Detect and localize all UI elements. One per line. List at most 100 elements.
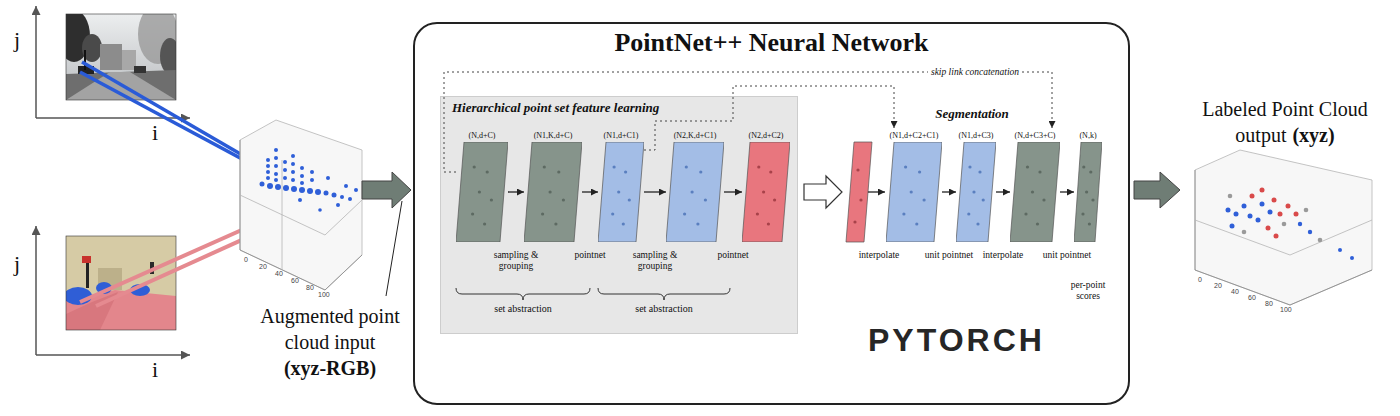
- flow-arrow: [582, 191, 598, 192]
- brace: [456, 288, 590, 300]
- output-point-cloud: [1286, 204, 1291, 209]
- dimension-label: (N,d+C3+C): [1010, 128, 1060, 142]
- image-axes: [36, 354, 190, 356]
- dimension-label: (N,k): [1074, 128, 1102, 142]
- output-point-cloud: [1294, 212, 1299, 217]
- image-axes: [36, 6, 190, 355]
- segmentation-image: [86, 262, 89, 288]
- flow-arrow: [1060, 191, 1074, 192]
- dimension-label: (N1,d+C3): [956, 128, 996, 142]
- plane-shape: [956, 142, 996, 242]
- output-point-cloud: [1282, 222, 1287, 227]
- input-point-cloud: [310, 170, 314, 174]
- flow-arrow: [386, 201, 402, 296]
- input-point-cloud: [283, 176, 287, 180]
- feature-plane: (N2,d+C2): [742, 128, 790, 242]
- plane-point: [982, 198, 985, 201]
- plane-point: [1026, 165, 1029, 168]
- output-point-cloud: [1195, 150, 1372, 305]
- plane-point: [918, 170, 921, 173]
- step-label: pointnet: [574, 250, 605, 261]
- output-point-cloud: [1248, 214, 1253, 219]
- dimension-label: (N1,K,d+C): [524, 128, 582, 142]
- plane-point: [699, 170, 702, 173]
- plane-shape: [456, 142, 508, 242]
- segmentation-image: [66, 287, 92, 305]
- step-label: interpolate: [983, 250, 1024, 261]
- feature-plane: (N1,K,d+C): [524, 128, 582, 242]
- plane-point: [471, 212, 474, 215]
- flow-arrow: [508, 191, 524, 192]
- image-axes: [35, 226, 37, 355]
- plane-shape: [742, 142, 790, 242]
- street-photo: [134, 66, 146, 73]
- output-point-cloud: [1242, 230, 1247, 235]
- plane-point: [1031, 190, 1034, 193]
- tick-label: 20: [1214, 282, 1222, 290]
- plane-point: [486, 170, 489, 173]
- plane-shape: [886, 142, 942, 242]
- link-label: skip link concatenation: [928, 67, 1022, 78]
- input-point-cloud: [267, 183, 273, 189]
- output-point-cloud: [1195, 150, 1372, 305]
- step-label: sampling & grouping: [629, 250, 681, 272]
- group-label: set abstraction: [635, 303, 692, 315]
- plane-point: [622, 222, 625, 225]
- feature-plane: (N,k): [1074, 128, 1102, 242]
- input-point-cloud: [291, 186, 297, 192]
- plane-point: [902, 212, 905, 215]
- feature-plane: (N1,d+C1): [598, 128, 644, 242]
- plane-point: [978, 170, 981, 173]
- output-point-cloud: [1195, 150, 1372, 305]
- plane-point: [972, 190, 975, 193]
- output-point-cloud: [1298, 222, 1302, 226]
- plane-point: [685, 165, 688, 168]
- input-point-cloud: [240, 120, 362, 290]
- output-point-cloud: [1226, 202, 1355, 261]
- input-point-cloud: [300, 181, 304, 185]
- plane-point: [968, 165, 971, 168]
- plane-point: [628, 198, 631, 201]
- output-point-cloud: [1242, 204, 1247, 209]
- panel-ground: [440, 96, 798, 334]
- output-point-cloud: [1274, 234, 1279, 239]
- step-label: unit pointnet: [925, 250, 973, 261]
- input-point-cloud: [310, 178, 314, 182]
- input-point-cloud: [283, 160, 287, 164]
- plane-point: [773, 198, 776, 201]
- input-point-cloud: [307, 188, 313, 194]
- dimension-label: (N,d+C): [456, 128, 508, 142]
- step-label: per-point scores: [1062, 280, 1114, 302]
- dimension-label: (N2,d+C2): [742, 128, 790, 142]
- street-photo: [160, 38, 176, 74]
- plane-shape: [1010, 142, 1060, 242]
- tick-label: 60: [291, 277, 299, 285]
- street-photo: [66, 14, 176, 100]
- plane-point: [557, 170, 560, 173]
- plane-point: [562, 198, 565, 201]
- tick-label: 40: [1231, 288, 1239, 296]
- plane-point: [769, 170, 772, 173]
- output-point-cloud: [1228, 194, 1233, 199]
- plane-shape: [886, 142, 942, 242]
- plane-shape: [1074, 142, 1102, 242]
- plane-shape: [456, 142, 508, 242]
- axis-label: j: [14, 28, 20, 52]
- plane-point: [554, 222, 557, 225]
- input-point-cloud: [325, 255, 362, 290]
- plane-point: [923, 198, 926, 201]
- output-point-cloud: [1308, 230, 1312, 234]
- output-point-cloud: [1260, 202, 1265, 207]
- input-point-cloud: [299, 187, 305, 193]
- output-point-cloud: [1230, 224, 1235, 229]
- network-title: PointNet++ Neural Network: [415, 28, 1128, 58]
- street-photo: [84, 50, 86, 70]
- hollow-arrow: [804, 176, 842, 208]
- step-label: sampling & grouping: [490, 250, 542, 272]
- input-point-cloud: [291, 162, 295, 166]
- plane-point: [1081, 212, 1084, 215]
- street-photo: [122, 50, 136, 70]
- input-point-cloud: [274, 172, 278, 176]
- output-caption: Labeled Point Cloud output(xyz): [1185, 96, 1385, 148]
- input-point-cloud: [354, 188, 358, 192]
